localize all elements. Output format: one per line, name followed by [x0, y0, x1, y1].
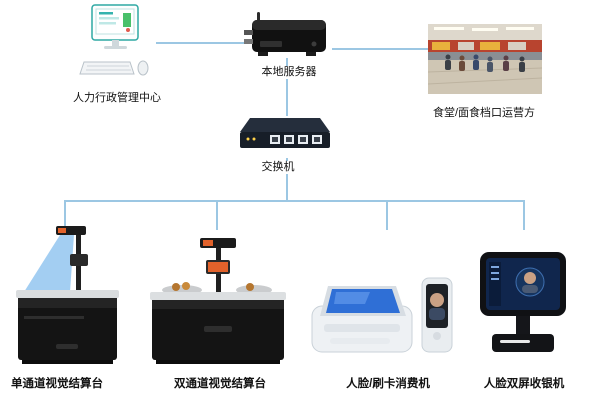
single-channel-checkout-icon: [16, 226, 119, 364]
switch-label: 交换机: [259, 161, 297, 174]
connector-switch-to-bus: [286, 158, 288, 202]
canteen-photo: [428, 24, 542, 94]
face-dual-screen-register-icon: [480, 252, 566, 352]
desktop-computer-icon: [79, 4, 149, 76]
hr-center-label: 人力行政管理中心: [71, 92, 163, 105]
connector-drop-4: [523, 200, 525, 230]
dual-channel-checkout-label: 双通道视觉结算台: [172, 378, 268, 391]
connector-bus: [64, 200, 524, 202]
single-channel-checkout-label: 单通道视觉结算台: [9, 378, 105, 391]
local-server-icon: [244, 12, 326, 56]
connector-drop-3: [386, 200, 388, 230]
face-dual-screen-register-label: 人脸双屏收银机: [481, 378, 567, 391]
face-card-payment-label: 人脸/刷卡消费机: [344, 378, 432, 391]
face-card-payment-terminal-icon: [311, 277, 453, 353]
connector-drop-1: [64, 200, 66, 230]
canteen-label: 食堂/面食档口运营方: [430, 107, 538, 120]
dual-channel-checkout-icon: [150, 238, 286, 364]
connector-drop-2: [216, 200, 218, 230]
server-label: 本地服务器: [259, 66, 319, 79]
network-switch-icon: [240, 118, 330, 148]
connector-hr-to-server: [156, 42, 244, 44]
connector-server-to-canteen: [332, 48, 428, 50]
connector-server-to-switch: [286, 58, 288, 116]
